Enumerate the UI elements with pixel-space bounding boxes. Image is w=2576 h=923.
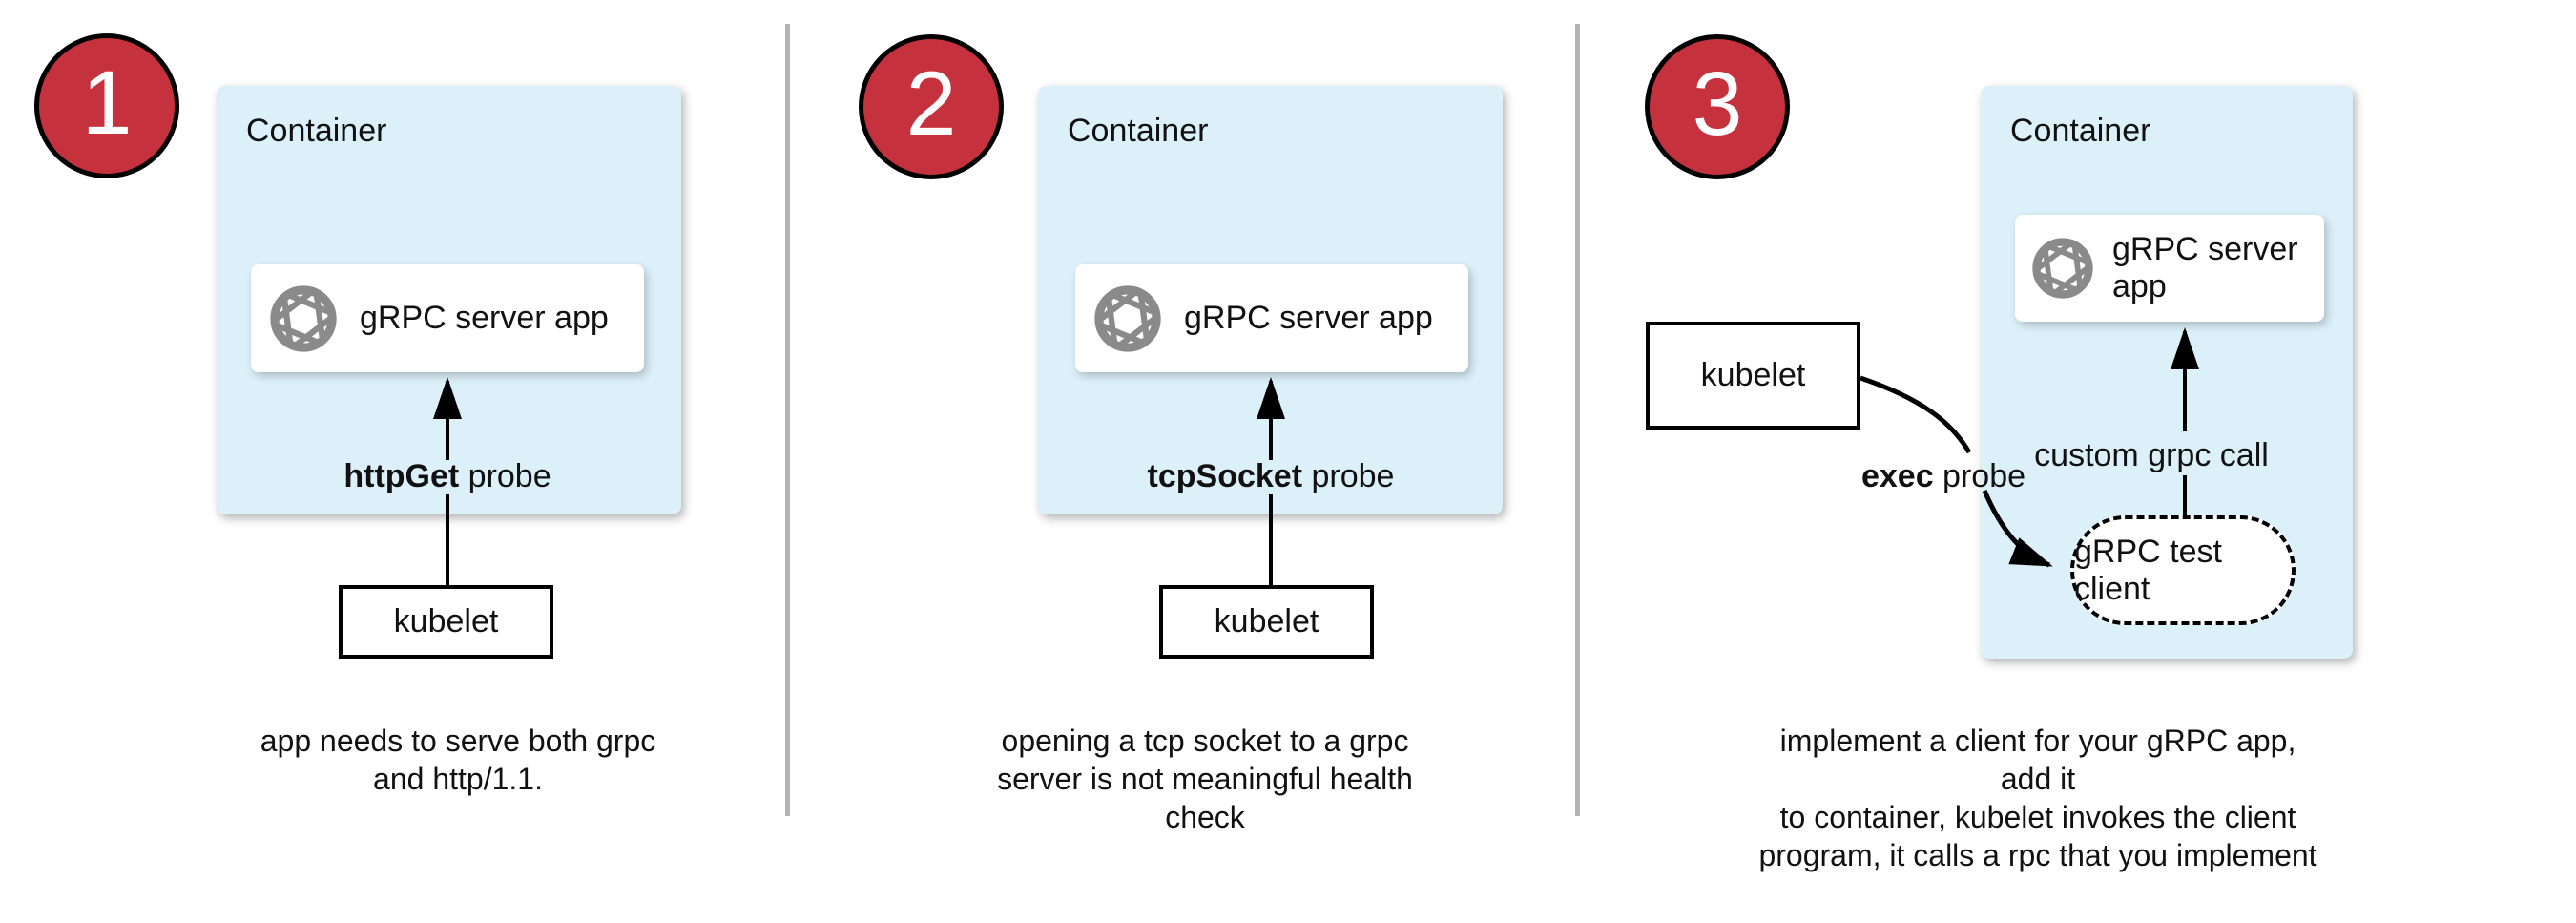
step-badge-2: 2 — [859, 34, 1004, 179]
caption-3: implement a client for your gRPC app, ad… — [1758, 724, 2317, 872]
caption-1: app needs to serve both grpc and http/1.… — [260, 724, 656, 796]
grpc-server-app-box-2: gRPC server app — [1075, 264, 1468, 372]
step-number: 2 — [905, 52, 957, 155]
step-badge-1: 1 — [34, 33, 179, 178]
grpc-server-app-label: gRPC server app — [2112, 231, 2298, 304]
grpc-server-app-box-1: gRPC server app — [251, 264, 644, 372]
container-label-2: Container — [1068, 113, 1209, 149]
probe-label-1: httpGet probe — [343, 458, 551, 494]
probe-label-2: tcpSocket probe — [1147, 458, 1395, 494]
grpc-server-app-label: gRPC server app — [1184, 300, 1433, 336]
step-badge-3: 3 — [1645, 34, 1790, 179]
container-label-1: Container — [246, 113, 387, 149]
panel-divider-2 — [1575, 24, 1580, 816]
grpc-test-client-pill: gRPC test client — [2070, 515, 2296, 625]
exec-probe-label: exec probe — [1860, 458, 2026, 494]
panel-divider-1 — [785, 24, 790, 816]
aperture-icon — [270, 284, 337, 352]
aperture-icon — [1094, 284, 1161, 352]
kubelet-box-2: kubelet — [1159, 585, 1374, 659]
grpc-server-app-box-3: gRPC server app — [2015, 215, 2324, 322]
kubelet-box-1: kubelet — [339, 585, 553, 659]
caption-2: opening a tcp socket to a grpc server is… — [997, 724, 1413, 834]
container-label-3: Container — [2010, 113, 2151, 149]
kubelet-box-3: kubelet — [1646, 322, 1860, 430]
custom-grpc-call-label: custom grpc call — [2034, 437, 2269, 473]
step-number: 3 — [1692, 52, 1743, 155]
exec-arrow-upper — [1859, 375, 1972, 454]
aperture-icon — [2032, 238, 2093, 299]
step-number: 1 — [81, 52, 133, 154]
grpc-server-app-label: gRPC server app — [360, 300, 609, 336]
